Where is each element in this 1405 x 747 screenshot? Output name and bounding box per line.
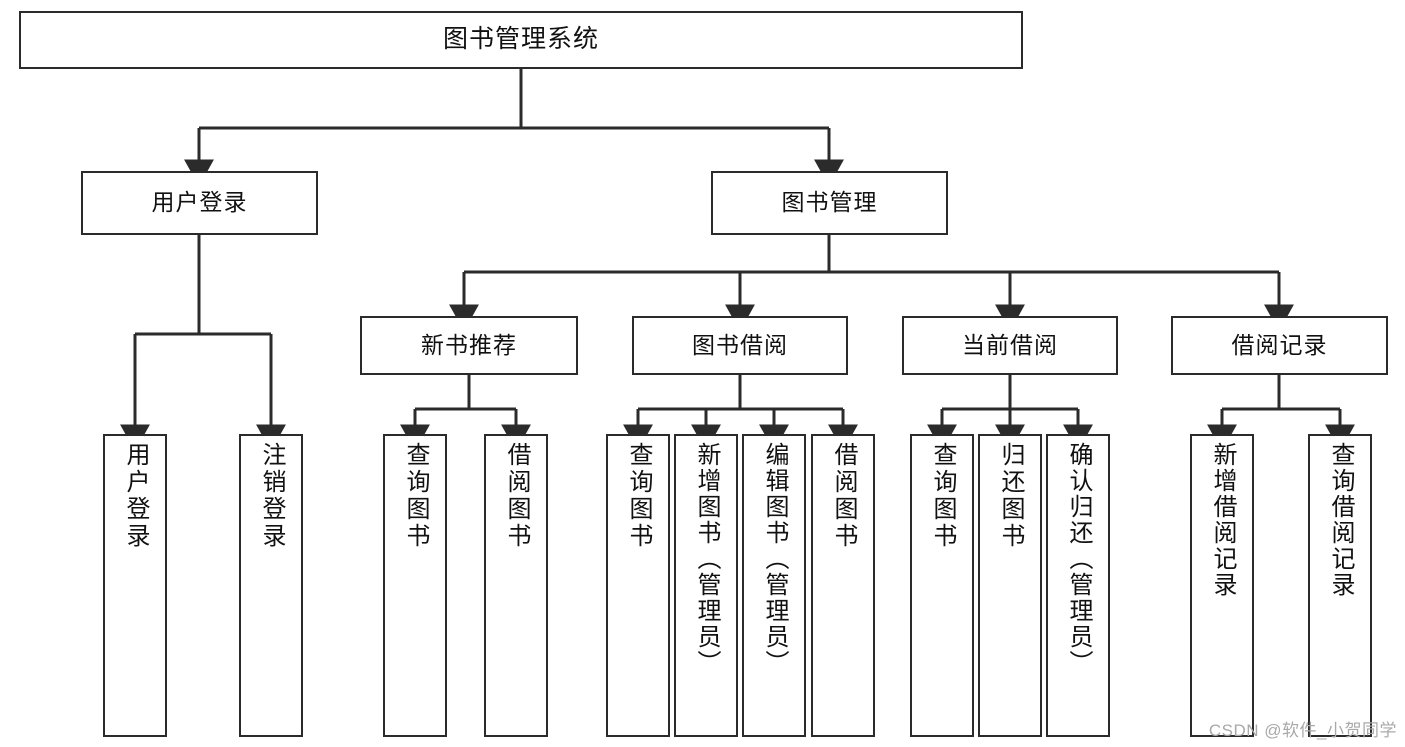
node-root-library-system[interactable]: 图书管理系统 (19, 11, 1023, 69)
node-label: 编辑图书（管理员） (761, 442, 788, 676)
leaf-new-book-query[interactable]: 查询图书 (383, 434, 447, 737)
node-label: 当前借阅 (962, 331, 1058, 358)
node-label: 借阅图书 (503, 442, 530, 550)
leaf-new-book-borrow[interactable]: 借阅图书 (484, 434, 548, 737)
leaf-user-login-logout[interactable]: 注销登录 (239, 434, 303, 737)
leaf-book-borrow-query[interactable]: 查询图书 (606, 434, 670, 737)
leaf-borrow-record-query[interactable]: 查询借阅记录 (1308, 434, 1372, 737)
leaf-current-borrow-confirm-return[interactable]: 确认归还（管理员） (1046, 434, 1110, 737)
node-label: 新增图书（管理员） (693, 442, 720, 676)
node-user-login[interactable]: 用户登录 (81, 171, 318, 235)
leaf-user-login-login[interactable]: 用户登录 (103, 434, 167, 737)
node-label: 查询借阅记录 (1327, 442, 1354, 598)
node-label: 图书管理系统 (442, 25, 599, 54)
node-label: 查询图书 (402, 442, 429, 550)
leaf-borrow-record-add[interactable]: 新增借阅记录 (1190, 434, 1254, 737)
leaf-book-borrow-borrow[interactable]: 借阅图书 (811, 434, 875, 737)
node-label: 图书借阅 (692, 331, 788, 358)
leaf-current-borrow-return[interactable]: 归还图书 (978, 434, 1042, 737)
leaf-book-borrow-edit[interactable]: 编辑图书（管理员） (742, 434, 806, 737)
node-label: 查询图书 (625, 442, 652, 550)
node-label: 注销登录 (258, 442, 285, 550)
node-label: 借阅图书 (830, 442, 857, 550)
node-label: 确认归还（管理员） (1065, 442, 1092, 676)
leaf-book-borrow-add[interactable]: 新增图书（管理员） (674, 434, 738, 737)
node-label: 图书管理 (781, 189, 878, 216)
leaf-current-borrow-query[interactable]: 查询图书 (910, 434, 974, 737)
node-label: 新增借阅记录 (1209, 442, 1236, 598)
node-label: 归还图书 (997, 442, 1024, 550)
node-label: 查询图书 (929, 442, 956, 550)
node-label: 用户登录 (151, 189, 248, 216)
node-borrow-record[interactable]: 借阅记录 (1171, 316, 1388, 375)
node-new-book-recommend[interactable]: 新书推荐 (360, 316, 578, 375)
node-label: 新书推荐 (421, 331, 517, 358)
node-label: 借阅记录 (1231, 331, 1328, 358)
watermark-text: CSDN @软件_小贺同学 (1208, 721, 1397, 740)
node-label: 用户登录 (122, 442, 149, 550)
node-book-management[interactable]: 图书管理 (711, 171, 948, 235)
node-book-borrow[interactable]: 图书借阅 (632, 316, 848, 375)
node-current-borrow[interactable]: 当前借阅 (902, 316, 1118, 375)
